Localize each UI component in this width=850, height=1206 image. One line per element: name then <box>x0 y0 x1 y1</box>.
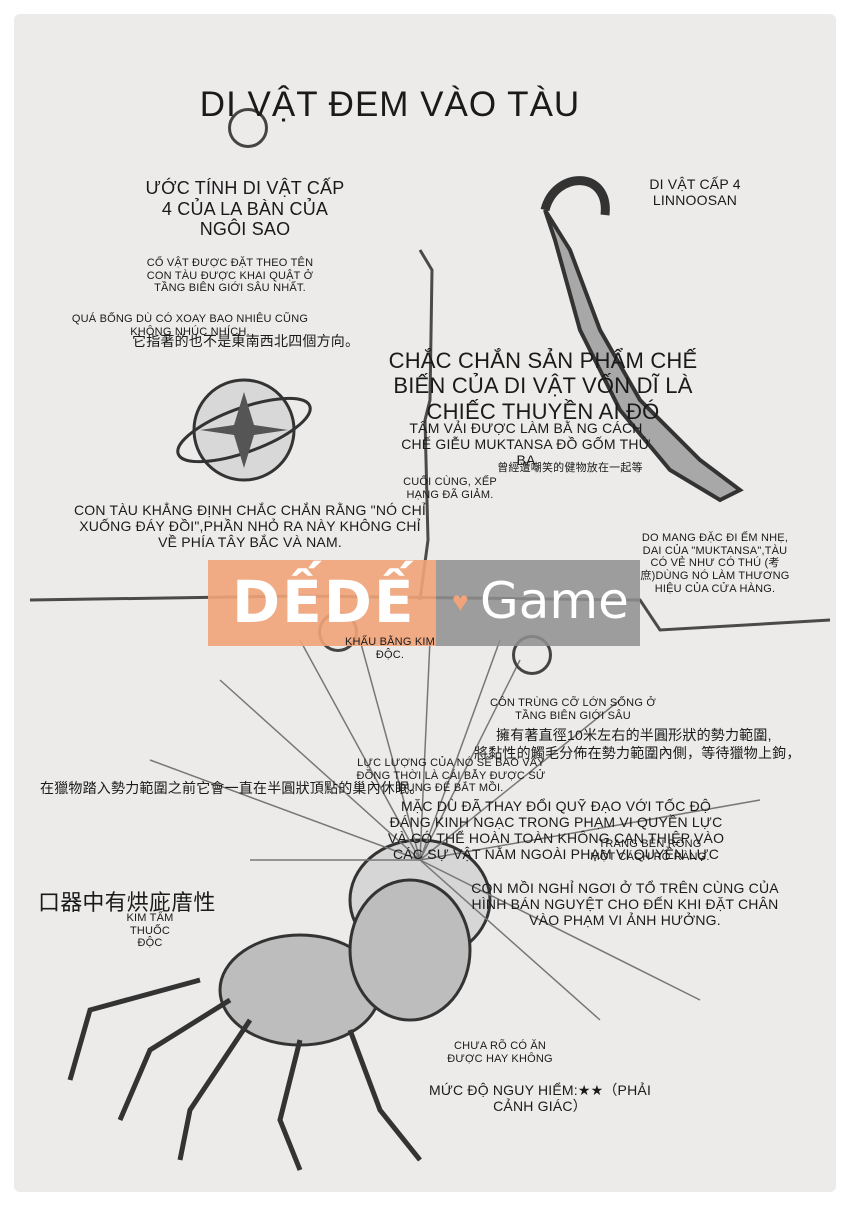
compass-heading: ƯỚC TÍNH DI VẬT CẤP 4 CỦA LA BÀN CỦA NGÔ… <box>145 178 345 240</box>
umbrella-rank: CUỐI CÙNG, XẾP HẠNG ĐÃ GIẢM. <box>403 476 497 501</box>
flower-icon-title <box>228 108 268 148</box>
creature-danger: MỨC ĐỘ NGUY HIỂM:★★（PHẢI CẢNH GIÁC） <box>428 1082 652 1115</box>
creature-orbit: MẶC DÙ ĐÃ THAY ĐỔI QUỸ ĐẠO VỚI TỐC ĐỘ ĐÁ… <box>387 798 725 863</box>
watermark: DẾDẾ ♥ Game <box>208 560 640 646</box>
compass-note-name: CỔ VẬT ĐƯỢC ĐẶT THEO TÊN CON TÀU ĐƯỢC KH… <box>146 257 314 295</box>
creature-mask: KHẨU BẰNG KIM ĐỘC. <box>344 636 435 661</box>
creature-mouth-cjk: 口器中有烘庛庴性 <box>38 890 216 915</box>
page-title: DI VẬT ĐEM VÀO TÀU <box>199 85 581 124</box>
watermark-gray-block <box>436 560 640 646</box>
creature-edible: CHƯA RÕ CÓ ĂN ĐƯỢC HAY KHÔNG <box>447 1040 553 1065</box>
compass-caption: CON TÀU KHẲNG ĐỊNH CHẮC CHẮN RẰNG "NÓ CH… <box>73 502 427 551</box>
watermark-game: Game <box>480 572 629 630</box>
umbrella-drawing <box>540 176 744 503</box>
umbrella-main: CHẮC CHẮN SẢN PHẨM CHẾ BIẾN CỦA DI VẬT V… <box>388 348 698 424</box>
creature-bug: CÔN TRÙNG CỠ LỚN SỐNG Ở TẦNG BIÊN GIỚI S… <box>490 697 656 722</box>
creature-cjk-wait: 將黏性的觸毛分佈在勢力範圍內側，等待獵物上鉤， <box>474 745 801 761</box>
creature-cjk-range: 擁有著直徑10米左右的半圓形狀的勢力範圍, <box>496 727 772 743</box>
creature-cjk-sleep: 在獵物踏入勢力範圍之前它會一直在半圓狀頂點的巢內休眠。 <box>40 780 424 796</box>
umbrella-note: DO MANG ĐẶC ĐI ẾM NHẸ, DAI CỦA "MUKTANSA… <box>640 532 790 595</box>
creature-clear: TRANG BÊN RÕNG MỘT CÁCH RÕ RÀNG. <box>590 838 710 863</box>
creature-rest: CON MỒI NGHỈ NGƠI Ở TỔ TRÊN CÙNG CỦA HÌN… <box>471 880 779 929</box>
watermark-orange-block <box>208 560 436 646</box>
umbrella-label: DI VẬT CẤP 4 LINNOOSAN <box>649 176 741 209</box>
creature-needle: KIM TẨM THUỐC ĐỘC <box>126 912 174 950</box>
compass-drawing <box>176 378 312 482</box>
heart-icon: ♥ <box>452 586 469 617</box>
watermark-brand: DẾDẾ <box>232 568 416 636</box>
creature-drawing <box>67 639 761 1171</box>
creature-trap: LỰC LƯỢNG CỦA NÓ SẼ BAO VÂY ĐỒNG THỜI LÀ… <box>356 757 546 795</box>
compass-note-spin: QUÁ BỐNG DÙ CÓ XOAY BAO NHIÊU CŨNG KHÔNG… <box>71 313 309 338</box>
umbrella-sub: TẤM VẢI ĐƯỢC LÀM BẰ NG CÁCH CHẾ GIỄU MUK… <box>401 420 651 469</box>
compass-note-cjk: 它指著的也不是東南西北四個方向。 <box>132 333 360 349</box>
umbrella-cjk: 曾經遭嘲笑的健物放在一起等 <box>497 462 643 474</box>
